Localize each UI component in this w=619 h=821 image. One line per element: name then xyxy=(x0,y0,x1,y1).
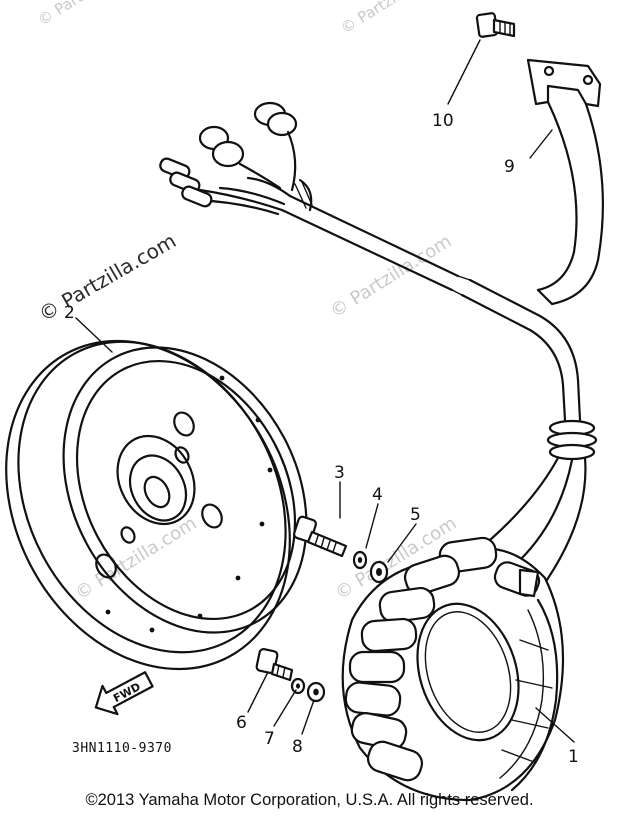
callout-9: 9 xyxy=(504,157,515,177)
callout-6: 6 xyxy=(236,713,247,733)
flywheel-rotor xyxy=(5,339,308,671)
watermark-faint: © Partzilla.com xyxy=(338,0,446,37)
wire-connectors xyxy=(159,101,298,216)
stator-coil xyxy=(341,536,565,802)
callouts: 1 2 3 4 5 6 7 8 9 10 xyxy=(64,111,579,767)
callout-2: 2 xyxy=(64,303,75,323)
callout-7: 7 xyxy=(264,729,275,749)
bolt-3-assembly xyxy=(292,515,389,584)
fwd-arrow-icon: FWD xyxy=(94,671,154,716)
callout-5: 5 xyxy=(410,505,421,525)
callout-3: 3 xyxy=(334,463,345,483)
bolt-10 xyxy=(475,12,516,38)
lead-wire xyxy=(280,178,598,592)
bolt-6-assembly xyxy=(255,648,326,703)
callout-10: 10 xyxy=(432,111,454,131)
copyright-notice: ©2013 Yamaha Motor Corporation, U.S.A. A… xyxy=(85,791,534,809)
leader-lines xyxy=(75,39,575,743)
drawing-code: 3HN1110-9370 xyxy=(72,741,172,756)
watermark-layer: © Partzilla.com © Partzilla.com © Partzi… xyxy=(35,0,461,604)
watermark-main: © Partzilla.com xyxy=(35,228,181,326)
callout-8: 8 xyxy=(292,737,303,757)
callout-4: 4 xyxy=(372,485,383,505)
wire-clamp-bracket xyxy=(526,58,604,306)
callout-1: 1 xyxy=(568,747,579,767)
watermark-faint: © Partzilla.com xyxy=(35,0,143,29)
watermark-faint: © Partzilla.com xyxy=(72,513,201,604)
